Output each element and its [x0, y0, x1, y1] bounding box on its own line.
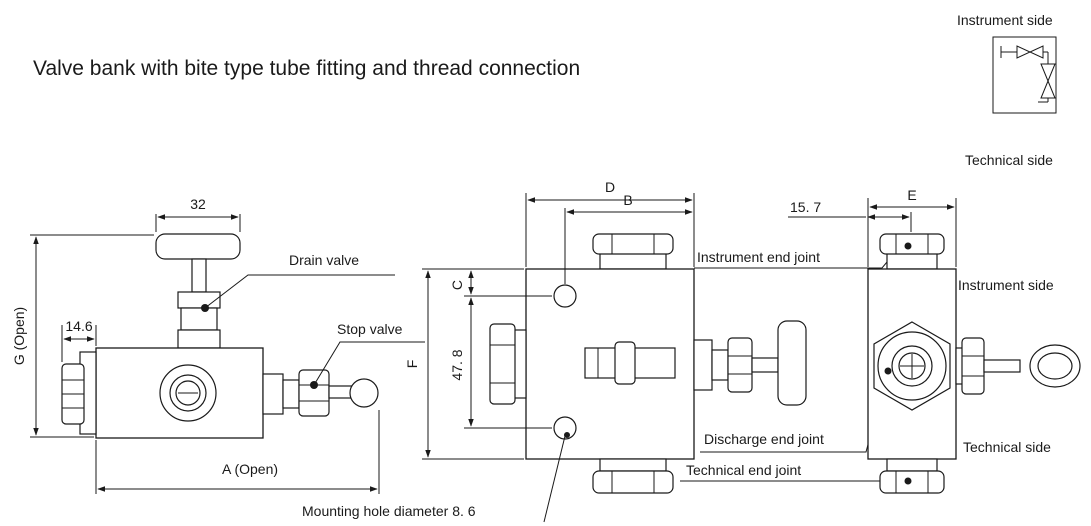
side-top-nut: [879, 233, 945, 255]
dim-e-label: E: [907, 187, 916, 203]
dim-b-label: B: [623, 192, 632, 208]
schematic-valve-horizontal-icon: [1016, 45, 1044, 59]
discharge-end-joint-label: Discharge end joint: [704, 431, 824, 447]
stop-valve-label: Stop valve: [337, 321, 403, 337]
side-view: E 15. 7 Instrument side Technical side: [788, 187, 1081, 494]
side-instrument-side-label: Instrument side: [958, 277, 1054, 293]
schematic-technical-side-label: Technical side: [965, 152, 1053, 168]
side-technical-side-label: Technical side: [963, 439, 1051, 455]
side-bottom-nut: [879, 470, 945, 494]
left-view: 32 14.6 G (Open) A (Open) Drain valve St…: [11, 196, 425, 494]
dim-d-label: D: [605, 179, 615, 195]
dim-15-7-label: 15. 7: [790, 199, 821, 215]
front-view: D B F C 47. 8 Instrument end joint Disch…: [302, 179, 909, 523]
stop-valve-knob: [349, 378, 379, 408]
schematic-valve-vertical-icon: [1040, 63, 1056, 99]
mounting-hole-top: [553, 284, 577, 308]
schematic-frame: [992, 36, 1057, 114]
dim-32-label: 32: [190, 196, 206, 212]
mounting-hole-label: Mounting hole diameter 8. 6: [302, 503, 476, 519]
left-handle: [155, 233, 241, 260]
front-top-nut: [592, 233, 674, 255]
side-bottom-collar: [886, 458, 938, 472]
technical-end-joint-label: Technical end joint: [686, 462, 801, 478]
drain-valve-label: Drain valve: [289, 252, 359, 268]
instrument-end-joint-label: Instrument end joint: [697, 249, 820, 265]
side-top-collar: [886, 252, 938, 270]
mounting-hole-bottom: [553, 416, 577, 440]
schematic-instrument-side-label: Instrument side: [957, 12, 1053, 28]
stop-valve-bonnet: [298, 369, 330, 417]
left-bonnet-middle: [180, 307, 218, 331]
front-bottom-nut: [592, 470, 674, 494]
dim-c-label: C: [449, 280, 465, 290]
dim-a-label: A (Open): [222, 461, 278, 477]
front-bottom-collar: [599, 458, 667, 472]
schematic-lines: [1000, 46, 1049, 103]
dim-14-6-label: 14.6: [65, 318, 92, 334]
front-right-handle: [777, 320, 807, 406]
dim-g-label: G (Open): [11, 307, 27, 365]
front-left-nut: [489, 323, 516, 405]
dim-f-label: F: [404, 360, 420, 369]
drawing-title: Valve bank with bite type tube fitting a…: [33, 57, 580, 80]
left-bonnet-lower: [177, 329, 221, 349]
dim-47-8-label: 47. 8: [449, 349, 465, 380]
valve-schematic: Instrument side Technical side: [957, 12, 1057, 168]
left-bonnet-upper: [177, 291, 221, 309]
front-right-bonnet: [727, 337, 753, 393]
stop-valve-collar: [262, 373, 284, 415]
side-right-bonnet: [961, 337, 985, 395]
left-stem: [191, 258, 207, 293]
front-right-collar: [693, 339, 713, 391]
